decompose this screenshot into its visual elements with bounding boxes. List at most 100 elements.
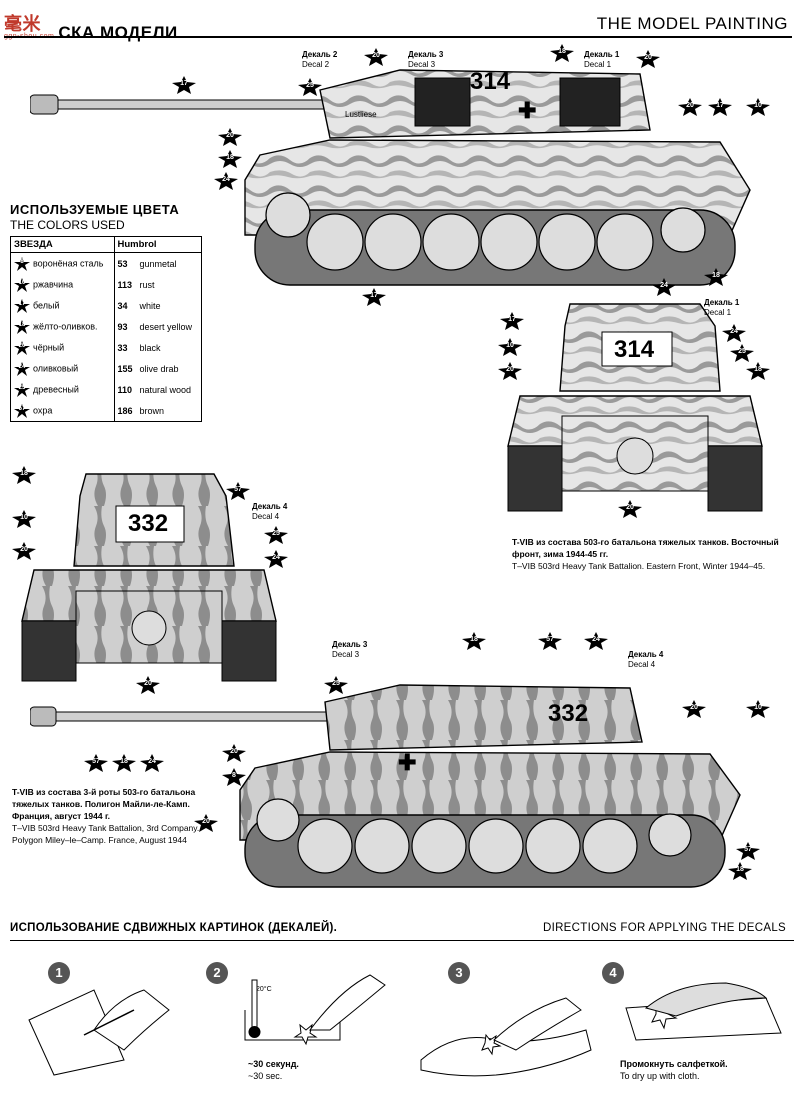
tank2-marker: 57 xyxy=(736,842,760,860)
colors-title: ИСПОЛЬЗУЕМЫЕ ЦВЕТА xyxy=(10,202,180,217)
color-name-ru: оливковый xyxy=(33,362,79,373)
tank1-marker: 20 xyxy=(678,98,702,116)
col-humbrol-header: Humbrol xyxy=(113,236,202,253)
step-4-illustration xyxy=(625,982,782,1041)
tank1-rear-number: 314 xyxy=(614,336,655,363)
tank2-marker: 20 xyxy=(682,700,706,718)
tank2-rear-marker: 18 xyxy=(12,466,36,484)
tank1-marker: 20 xyxy=(218,128,242,146)
tank2-marker: 57 xyxy=(84,754,108,772)
star-icon: 57 xyxy=(14,403,30,418)
tank1-marker: 18 xyxy=(704,268,728,286)
tank2-marker: 18 xyxy=(112,754,136,772)
tank1-marker: 17 xyxy=(362,288,386,306)
star-icon: 17 xyxy=(14,298,30,313)
color-name-en: brown xyxy=(139,405,165,416)
tank1-marker: 17 xyxy=(708,98,732,116)
col-star-header: ЗВЕЗДА xyxy=(10,236,115,253)
tank2-marker: 24 xyxy=(584,632,608,650)
tank1-rear-marker: 24 xyxy=(722,324,746,342)
humbrol-number: 34 xyxy=(117,300,128,311)
tank1-marker: 24 xyxy=(652,278,676,296)
star-icon: 8 xyxy=(14,256,30,271)
tank1-rear-marker: 20 xyxy=(618,500,642,518)
step-3-illustration xyxy=(420,997,592,1077)
tank2-rear-marker: 25 xyxy=(264,526,288,544)
color-name-en: natural wood xyxy=(139,384,192,395)
color-name-ru: ржавчина xyxy=(33,278,74,289)
tank2-marker: 20 xyxy=(194,814,218,832)
humbrol-number: 33 xyxy=(117,342,128,353)
tank2-rear-marker: 20 xyxy=(12,542,36,560)
step-3-number: 3 xyxy=(448,962,470,984)
header-rule xyxy=(4,36,792,38)
step-4-number: 4 xyxy=(602,962,624,984)
color-name-ru: древесный xyxy=(33,383,79,394)
tank1-marker: 18 xyxy=(218,150,242,168)
humbrol-number: 110 xyxy=(117,384,133,395)
color-humbrol-cell: 53 gunmetal xyxy=(113,252,202,274)
star-icon: 20 xyxy=(14,340,30,355)
color-name-ru: жёлто-оливков. xyxy=(33,320,98,331)
tank2-marker: 57 xyxy=(538,632,562,650)
color-name-en: desert yellow xyxy=(139,321,193,332)
humbrol-number: 53 xyxy=(117,258,128,269)
star-icon: 24 xyxy=(14,361,30,376)
star-icon: 25 xyxy=(14,382,30,397)
tank2-rear-illustration xyxy=(21,473,277,682)
tank1-rear-marker: 17 xyxy=(500,312,524,330)
tank2-number: 332 xyxy=(548,700,589,727)
tank2-rear-marker: 10 xyxy=(12,510,36,528)
tank2-rear-number: 332 xyxy=(128,510,169,537)
color-name-ru: воронёная сталь xyxy=(33,257,104,268)
tank1-rear-marker: 10 xyxy=(498,338,522,356)
humbrol-number: 186 xyxy=(117,405,133,416)
tank2-marker: 10 xyxy=(746,700,770,718)
step-4-text: Промокнуть салфеткой.To dry up with clot… xyxy=(620,1059,728,1081)
step-2-illustration xyxy=(244,974,386,1046)
color-name-en: gunmetal xyxy=(139,258,177,269)
step-1-illustration xyxy=(28,989,170,1076)
tank1-marker: 18 xyxy=(550,44,574,62)
decals-title-en: DIRECTIONS FOR APPLYING THE DECALS xyxy=(542,922,786,934)
step-1-number: 1 xyxy=(48,962,70,984)
tank1-marker: 20 xyxy=(364,48,388,66)
tank1-rear-marker: 18 xyxy=(746,362,770,380)
humbrol-number: 155 xyxy=(117,363,133,374)
left-title: СКА МОДЕЛИ xyxy=(58,23,178,42)
tank1-number: 314 xyxy=(470,68,511,95)
step-2-temperature: 20°C xyxy=(256,986,272,993)
color-name-ru: белый xyxy=(33,299,60,310)
tank1-balkenkreuz: ✚ xyxy=(518,98,537,123)
tank1-rear-illustration xyxy=(507,303,763,512)
tank2-balkenkreuz: ✚ xyxy=(398,750,417,775)
tank1-caption: T-VIB из состава 503-го батальона тяжелы… xyxy=(512,537,779,571)
color-humbrol-cell: 110 natural wood xyxy=(113,379,202,400)
tank2-rear-marker: 20 xyxy=(136,676,160,694)
